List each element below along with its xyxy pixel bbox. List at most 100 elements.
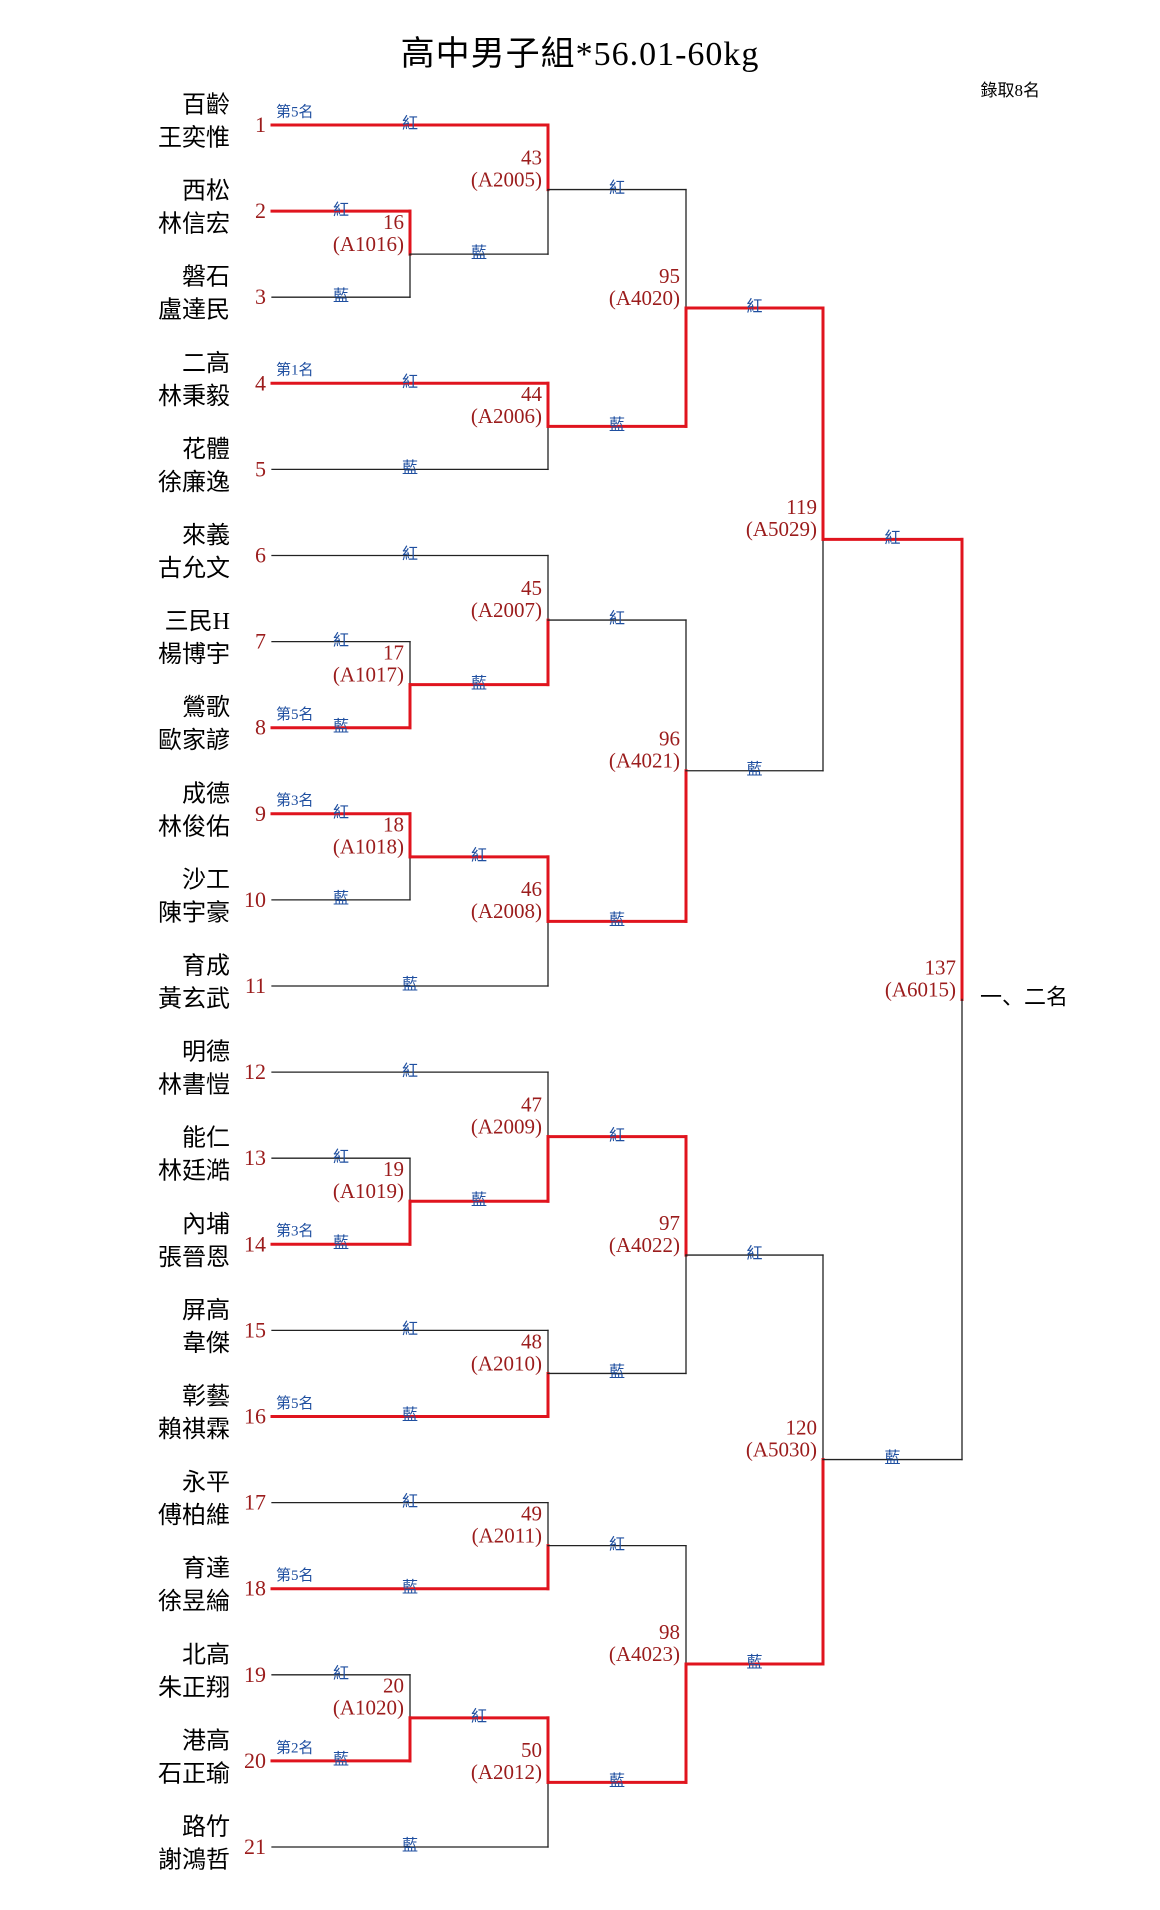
match-number: 16 <box>383 210 404 234</box>
corner-blue-label: 藍 <box>609 1363 625 1381</box>
athlete-name: 盧達民 <box>158 297 230 324</box>
athlete-seed: 4 <box>255 370 266 395</box>
athlete-seed: 12 <box>244 1059 266 1084</box>
corner-blue-label: 藍 <box>333 1234 349 1252</box>
match-code: (A2005) <box>471 167 542 191</box>
corner-red-label: 紅 <box>471 847 487 865</box>
match-number: 95 <box>659 264 680 288</box>
match-number: 44 <box>521 382 543 406</box>
athlete-name: 林信宏 <box>158 211 230 238</box>
athlete-name: 林俊佑 <box>158 813 230 840</box>
athlete-rank: 第2名 <box>276 1738 314 1756</box>
athlete-name: 古允文 <box>158 555 230 582</box>
athlete-rank: 第5名 <box>276 705 314 723</box>
athlete-name: 林秉毅 <box>158 383 230 410</box>
athlete-name: 韋傑 <box>182 1330 230 1357</box>
match-number: 48 <box>521 1329 542 1353</box>
final-placing-label: 一、二名 <box>980 985 1068 1010</box>
athlete-name: 賴祺霖 <box>158 1416 230 1443</box>
athlete-seed: 17 <box>244 1490 266 1515</box>
match-code: (A2006) <box>471 404 542 428</box>
quota-note: 錄取8名 <box>980 81 1041 100</box>
corner-blue-label: 藍 <box>471 244 487 262</box>
athlete-school: 西松 <box>182 178 230 205</box>
match-number: 96 <box>659 727 680 751</box>
corner-blue-label: 藍 <box>402 1406 418 1424</box>
corner-red-label: 紅 <box>402 373 418 391</box>
match-number: 45 <box>521 576 542 600</box>
athlete-seed: 15 <box>244 1317 266 1342</box>
corner-red-label: 紅 <box>402 1062 418 1080</box>
match-code: (A4023) <box>609 1642 680 1666</box>
athlete-rank: 第3名 <box>276 791 314 809</box>
corner-blue-label: 藍 <box>402 1837 418 1855</box>
athlete-name: 陳宇豪 <box>158 899 230 926</box>
match-code: (A2012) <box>471 1760 542 1784</box>
match-number: 49 <box>521 1501 542 1525</box>
athlete-seed: 5 <box>255 456 266 481</box>
athlete-school: 彰藝 <box>182 1383 230 1410</box>
athlete-seed: 9 <box>255 801 266 826</box>
athlete-school: 鶯歌 <box>182 694 230 721</box>
corner-blue-label: 藍 <box>333 287 349 305</box>
athlete-school: 內埔 <box>182 1211 230 1238</box>
athlete-rank: 第5名 <box>276 102 314 120</box>
corner-blue-label: 藍 <box>884 1449 900 1467</box>
corner-red-label: 紅 <box>333 803 349 821</box>
corner-red-label: 紅 <box>333 1664 349 1682</box>
athlete-name: 傅柏維 <box>158 1502 230 1529</box>
athlete-name: 石正瑜 <box>158 1760 230 1787</box>
corner-red-label: 紅 <box>333 1148 349 1166</box>
match-code: (A1016) <box>333 232 404 256</box>
corner-blue-label: 藍 <box>402 976 418 994</box>
match-code: (A4022) <box>609 1233 680 1257</box>
match-code: (A5030) <box>746 1437 817 1461</box>
athlete-seed: 10 <box>244 887 266 912</box>
athlete-school: 百齡 <box>182 92 230 119</box>
match-code: (A1020) <box>333 1696 404 1720</box>
athlete-school: 三民H <box>165 609 230 635</box>
match-code: (A1019) <box>333 1179 404 1203</box>
match-code: (A5029) <box>746 517 817 541</box>
athlete-school: 明德 <box>182 1039 230 1066</box>
athlete-name: 朱正翔 <box>158 1674 230 1701</box>
corner-blue-label: 藍 <box>746 1654 762 1672</box>
athlete-rank: 第1名 <box>276 361 314 379</box>
athlete-seed: 7 <box>255 629 266 654</box>
athlete-school: 路竹 <box>182 1814 230 1841</box>
athlete-name: 歐家諺 <box>158 727 230 754</box>
athlete-school: 成德 <box>182 780 230 807</box>
corner-blue-label: 藍 <box>402 459 418 477</box>
athlete-name: 張晉恩 <box>158 1245 230 1271</box>
corner-red-label: 紅 <box>402 1492 418 1510</box>
match-code: (A2010) <box>471 1351 542 1375</box>
match-code: (A6015) <box>885 977 956 1001</box>
athlete-school: 能仁 <box>182 1125 230 1152</box>
athlete-school: 育達 <box>182 1555 230 1582</box>
corner-blue-label: 藍 <box>609 416 625 434</box>
match-number: 47 <box>521 1092 542 1116</box>
match-number: 17 <box>383 640 404 664</box>
match-code: (A2009) <box>471 1114 542 1138</box>
corner-red-label: 紅 <box>471 1708 487 1726</box>
corner-red-label: 紅 <box>402 545 418 563</box>
athlete-seed: 1 <box>255 112 266 137</box>
match-number: 46 <box>521 877 542 901</box>
match-number: 43 <box>521 145 542 169</box>
corner-red-label: 紅 <box>333 201 349 219</box>
athlete-school: 二高 <box>182 350 230 377</box>
corner-blue-label: 藍 <box>333 1751 349 1769</box>
corner-red-label: 紅 <box>746 298 762 316</box>
athlete-name: 楊博宇 <box>158 641 230 668</box>
page-title: 高中男子組*56.01-60kg <box>400 36 760 73</box>
athlete-name: 黃玄武 <box>158 986 230 1013</box>
corner-red-label: 紅 <box>609 1126 625 1144</box>
corner-blue-label: 藍 <box>609 1772 625 1790</box>
match-number: 19 <box>383 1157 404 1181</box>
match-code: (A4020) <box>609 286 680 310</box>
corner-red-label: 紅 <box>884 529 900 547</box>
athlete-seed: 21 <box>244 1834 266 1859</box>
athlete-seed: 11 <box>245 973 266 998</box>
athlete-school: 沙工 <box>182 867 230 893</box>
